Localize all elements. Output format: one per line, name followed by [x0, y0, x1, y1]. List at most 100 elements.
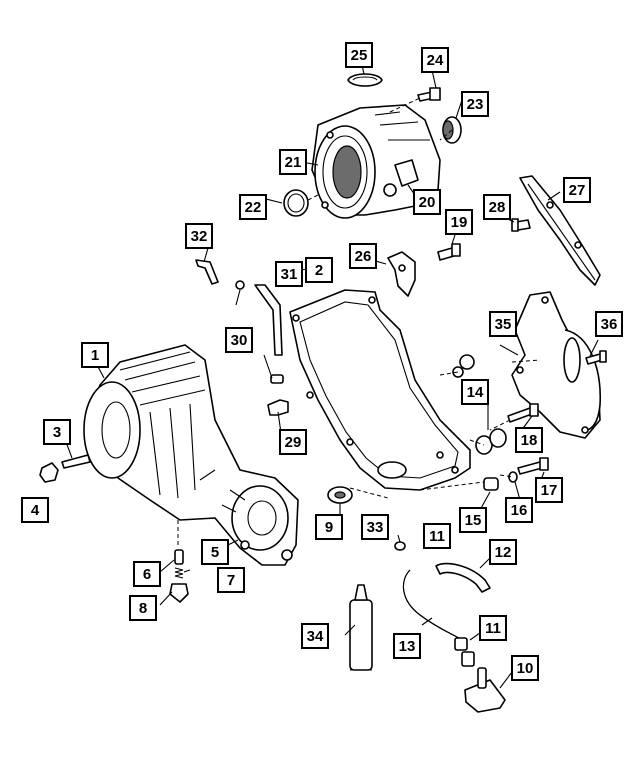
- callout-box: [129, 595, 157, 621]
- callout-box: [217, 567, 245, 593]
- callout-box: [511, 655, 539, 681]
- callout-box: [201, 539, 229, 565]
- callout-label: 33: [367, 519, 384, 536]
- callout-label: 8: [139, 600, 147, 617]
- clip: [387, 251, 416, 297]
- callout-label: 5: [211, 544, 219, 561]
- callout-10: 10: [511, 655, 539, 681]
- callout-17: 17: [535, 477, 563, 503]
- callout-36: 36: [595, 311, 623, 337]
- callout-box: [413, 189, 441, 215]
- callout-23: 23: [461, 91, 489, 117]
- callout-22: 22: [239, 194, 267, 220]
- callout-label: 10: [517, 660, 534, 677]
- callout-11: 11: [479, 615, 507, 641]
- callout-label: 11: [485, 620, 501, 637]
- callout-7: 7: [217, 567, 245, 593]
- callout-box: [535, 477, 563, 503]
- callout-label: 32: [191, 228, 208, 245]
- callout-27: 27: [563, 177, 591, 203]
- sealant-tube: [349, 584, 373, 671]
- callout-24: 24: [421, 47, 449, 73]
- callout-16: 16: [505, 497, 533, 523]
- callout-label: 26: [355, 248, 372, 265]
- callout-box: [21, 497, 49, 523]
- callout-label: 24: [427, 52, 444, 69]
- callout-13: 13: [393, 633, 421, 659]
- callout-label: 4: [31, 502, 40, 519]
- callout-11: 11: [423, 523, 451, 549]
- callout-box: [43, 419, 71, 445]
- callout-26: 26: [349, 243, 377, 269]
- callout-label: 3: [53, 424, 61, 441]
- callout-box: [563, 177, 591, 203]
- callout-label: 20: [419, 194, 436, 211]
- callout-box: [345, 42, 373, 68]
- callout-label: 9: [325, 519, 333, 536]
- callout-label: 2: [315, 262, 323, 279]
- callout-31: 31: [275, 261, 303, 287]
- callout-box: [505, 497, 533, 523]
- vent-hose-and-sensor: [402, 562, 506, 713]
- callout-label: 29: [285, 434, 302, 451]
- callout-label: 13: [399, 638, 416, 655]
- callout-box: [489, 311, 517, 337]
- callout-box: [515, 427, 543, 453]
- callout-21: 21: [279, 149, 307, 175]
- callout-box: [479, 615, 507, 641]
- callout-box: [459, 507, 487, 533]
- callout-label: 12: [495, 544, 512, 561]
- callout-3: 3: [43, 419, 71, 445]
- callout-label: 27: [569, 182, 586, 199]
- callout-1: 1: [81, 342, 109, 368]
- callout-box: [393, 633, 421, 659]
- callout-label: 15: [465, 512, 482, 529]
- callout-box: [461, 379, 489, 405]
- bracket: [519, 175, 601, 286]
- callout-label: 31: [281, 266, 298, 283]
- callout-box: [483, 194, 511, 220]
- callout-6: 6: [133, 561, 161, 587]
- callout-label: 22: [245, 199, 262, 216]
- callout-box: [133, 561, 161, 587]
- front-case-half: [83, 344, 299, 566]
- callout-2: 2: [305, 257, 333, 283]
- extension-housing: [311, 104, 441, 219]
- callout-15: 15: [459, 507, 487, 533]
- callout-30: 30: [225, 327, 253, 353]
- callout-box: [305, 257, 333, 283]
- callout-34: 34: [301, 623, 329, 649]
- callout-label: 19: [451, 214, 468, 231]
- callout-12: 12: [489, 539, 517, 565]
- callout-label: 36: [601, 316, 618, 333]
- callout-box: [185, 223, 213, 249]
- callout-28: 28: [483, 194, 511, 220]
- callout-25: 25: [345, 42, 373, 68]
- callout-label: 11: [429, 528, 445, 545]
- callout-box: [445, 209, 473, 235]
- callout-32: 32: [185, 223, 213, 249]
- rear-case-half: [289, 289, 471, 491]
- callout-box: [279, 429, 307, 455]
- callout-14: 14: [461, 379, 489, 405]
- callout-19: 19: [445, 209, 473, 235]
- assembly-lines: [177, 97, 541, 545]
- callout-label: 7: [227, 572, 235, 589]
- callout-label: 30: [231, 332, 248, 349]
- callout-label: 21: [285, 154, 302, 171]
- callout-5: 5: [201, 539, 229, 565]
- callout-box: [275, 261, 303, 287]
- callout-label: 16: [511, 502, 528, 519]
- callout-35: 35: [489, 311, 517, 337]
- callout-box: [81, 342, 109, 368]
- callout-18: 18: [515, 427, 543, 453]
- callout-box: [461, 91, 489, 117]
- callout-label: 6: [143, 566, 151, 583]
- callout-label: 25: [351, 47, 368, 64]
- callout-label: 17: [541, 482, 558, 499]
- callout-label: 34: [307, 628, 324, 645]
- bolts: [39, 87, 607, 603]
- callout-29: 29: [279, 429, 307, 455]
